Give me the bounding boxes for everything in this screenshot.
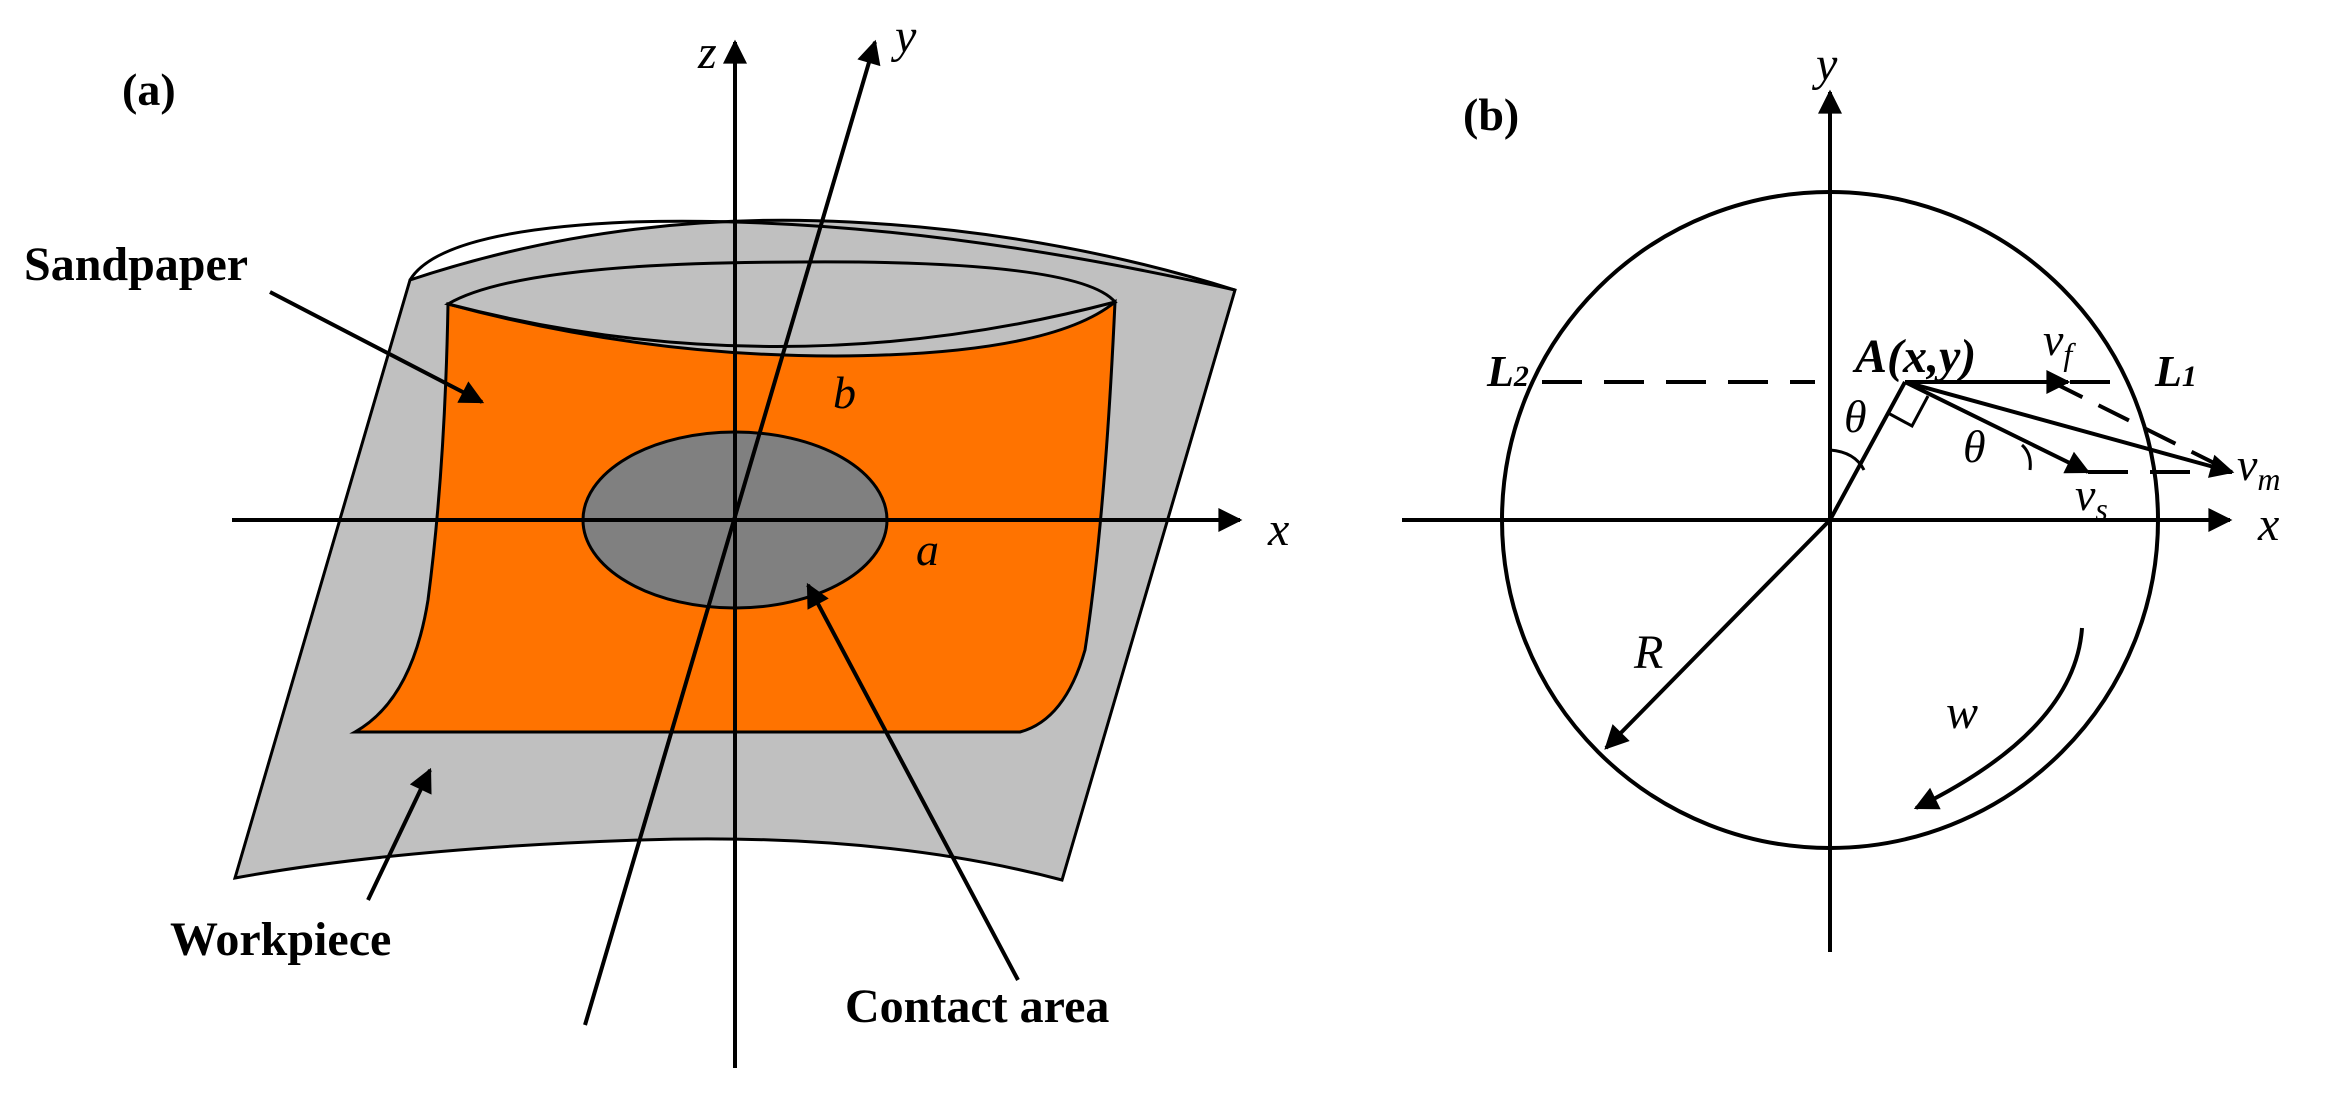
- panel-a: (a) x z y b a Sandpaper Workpiece Contac…: [24, 10, 1289, 1068]
- semi-axis-b-label: b: [833, 367, 856, 418]
- semi-axis-a-label: a: [916, 524, 939, 575]
- workpiece-pointer-arrow: [366, 767, 432, 901]
- velocity-f-label: vf: [2043, 314, 2076, 372]
- rotation-arrow: [1913, 627, 2084, 810]
- right-angle-marker: [1887, 395, 1930, 429]
- point-a-label: A(x,y): [1852, 330, 1976, 383]
- sandpaper-label: Sandpaper: [24, 238, 248, 291]
- rotation-w-label: w: [1946, 686, 1978, 739]
- panel-b-label: (b): [1463, 89, 1519, 140]
- angle-arc-vs: [2020, 443, 2032, 471]
- axis-y-line: [583, 39, 881, 1026]
- angle-theta-vs-label: θ: [1963, 421, 1986, 472]
- sandpaper-pointer-arrow: [269, 290, 485, 404]
- angle-theta-origin-label: θ: [1844, 391, 1867, 442]
- radius-r-arrow: [1604, 518, 1832, 750]
- radius-r-label: R: [1633, 626, 1663, 679]
- workpiece-label: Workpiece: [170, 913, 391, 966]
- axis-x-label-b: x: [2257, 498, 2279, 551]
- velocity-m-arrow: [1904, 380, 2235, 478]
- panel-b: (b) x y L2 L1 A(x,y) vf: [1402, 38, 2281, 952]
- axis-y-label-b: y: [1811, 38, 1838, 91]
- radius-line-to-a: [1828, 381, 1907, 521]
- velocity-s-label: vs: [2075, 469, 2108, 527]
- velocity-m-dashed: [2051, 380, 2233, 474]
- angle-arc-origin: [1829, 448, 1866, 471]
- workpiece-top-rim: [408, 219, 1236, 292]
- sandpaper-top-edge: [444, 260, 1118, 348]
- velocity-m-label: vm: [2237, 439, 2281, 497]
- axis-x-label: x: [1267, 503, 1289, 556]
- line-l2-label: L2: [1486, 347, 1529, 396]
- velocity-s-arrow: [1904, 380, 2091, 474]
- contact-area-label: Contact area: [845, 980, 1109, 1033]
- line-l1-label: L1: [2154, 347, 2197, 396]
- contact-area-pointer-arrow: [806, 582, 1020, 981]
- axis-y-label: y: [890, 10, 917, 63]
- axis-z-label: z: [697, 26, 717, 79]
- panel-a-label: (a): [122, 64, 176, 115]
